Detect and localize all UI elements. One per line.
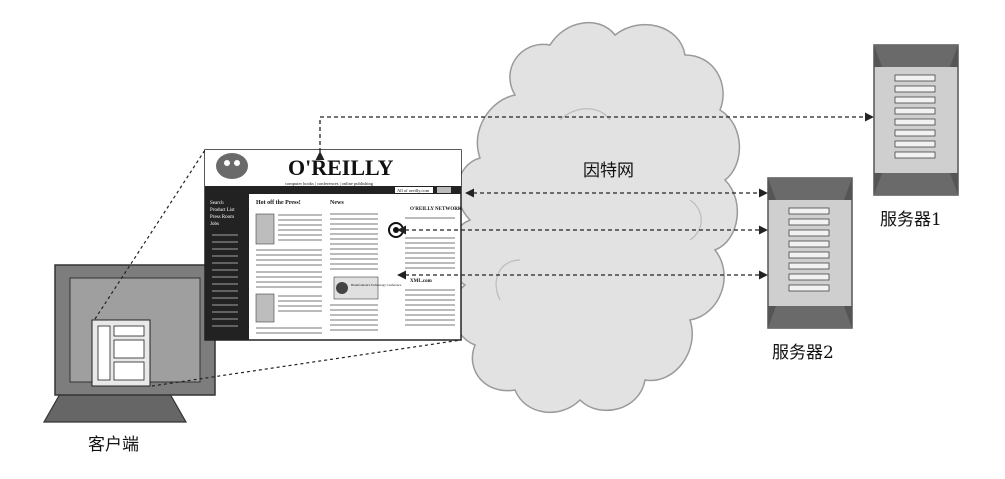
webpage-nav-press: Press Room <box>210 215 234 220</box>
connection-arrows <box>315 112 874 280</box>
webpage-xml-promo: XML.com <box>410 279 433 284</box>
server-2-icon <box>767 177 853 329</box>
webpage-brand: O'REILLY <box>288 155 394 180</box>
client-monitor-icon <box>42 264 216 423</box>
webpage-search-scope: All of oreilly.com <box>397 188 430 193</box>
webpage-network-promo: O'REILLY NETWORK <box>410 207 462 212</box>
webpage-screenshot: O'REILLY computer books | conferences | … <box>204 149 462 341</box>
webpage-hot-heading: Hot off the Press! <box>256 200 301 206</box>
server-2-label: 服务器2 <box>772 343 834 363</box>
server-1-label: 服务器1 <box>880 210 942 230</box>
projection-lines <box>94 149 462 387</box>
webpage-tagline: computer books | conferences | online pu… <box>285 181 374 186</box>
server-1-icon <box>873 44 959 196</box>
webpage-news-heading: News <box>330 200 344 206</box>
webpage-conference-promo: Bioinformatics Technology Conference <box>351 283 402 287</box>
internet-cloud-icon <box>448 21 741 414</box>
webpage-nav-search: Search <box>210 201 224 206</box>
internet-label: 因特网 <box>583 161 634 181</box>
arrow-client-to-server1 <box>315 112 874 161</box>
webpage-nav-products: Product List <box>210 208 235 213</box>
client-label: 客户端 <box>88 435 139 455</box>
webpage-nav-jobs: Jobs <box>210 222 219 227</box>
